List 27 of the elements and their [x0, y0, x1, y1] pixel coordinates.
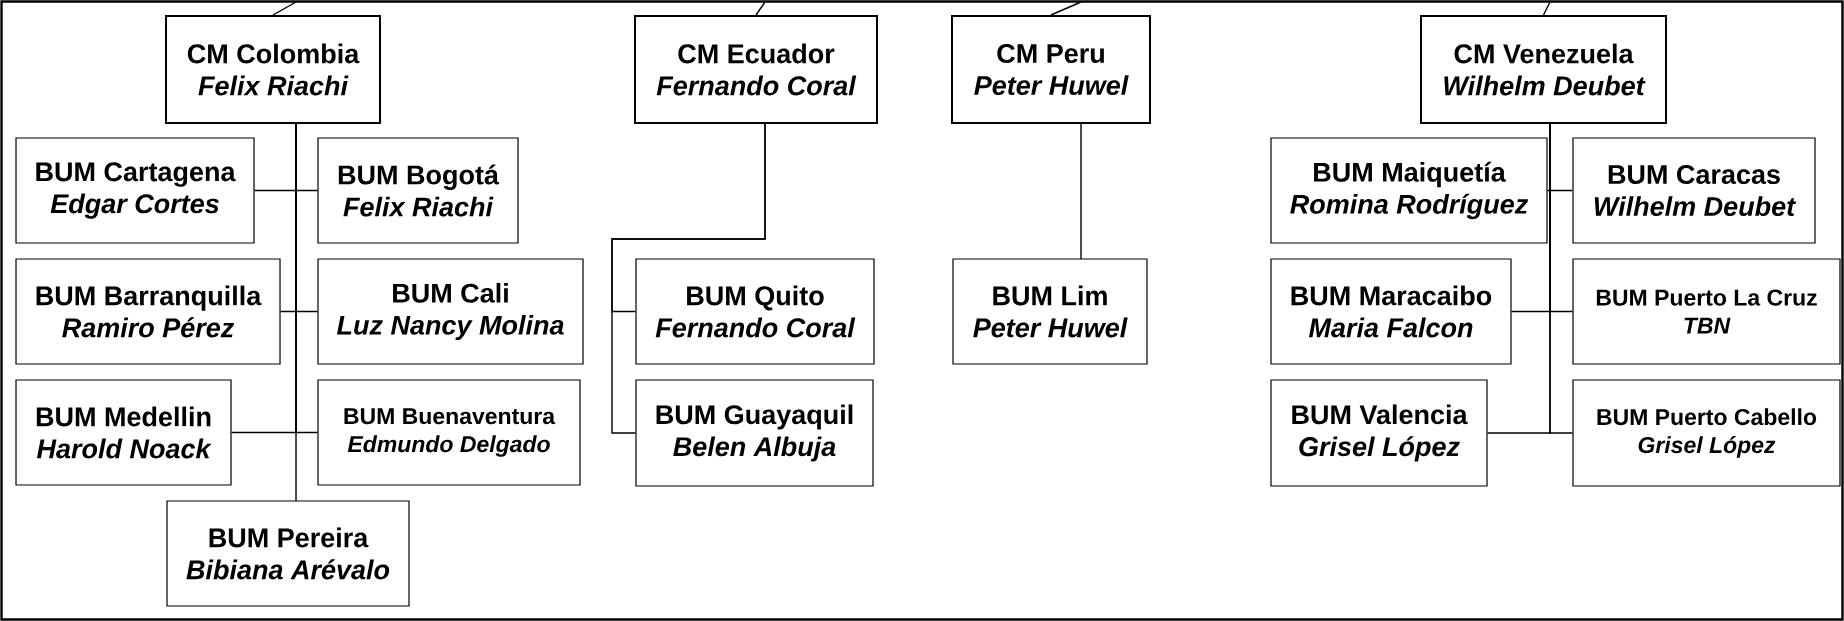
manager-box: CM Venezuela Wilhelm Deubet — [1420, 15, 1667, 124]
unit-box: BUM Puerto La Cruz TBN — [1572, 258, 1841, 365]
unit-box: BUM Valencia Grisel López — [1270, 379, 1488, 487]
manager-box: CM Ecuador Fernando Coral — [634, 15, 878, 124]
unit-box: BUM Buenaventura Edmundo Delgado — [317, 379, 581, 486]
unit-box: BUM Maiquetía Romina Rodríguez — [1270, 137, 1548, 244]
unit-box: BUM Quito Fernando Coral — [635, 258, 875, 365]
connector-line — [272, 1, 297, 16]
unit-box: BUM Maracaibo Maria Falcon — [1270, 258, 1512, 365]
unit-box: BUM Barranquilla Ramiro Pérez — [15, 258, 281, 365]
unit-box: BUM Pereira Bibiana Arévalo — [166, 500, 410, 607]
connector-line — [1080, 122, 1082, 260]
unit-box: BUM Medellin Harold Noack — [15, 379, 232, 486]
connector-line — [755, 1, 766, 16]
connector-line — [1542, 1, 1551, 16]
unit-box: BUM Bogotá Felix Riachi — [317, 137, 519, 244]
unit-box: BUM Caracas Wilhelm Deubet — [1572, 137, 1816, 244]
unit-box: BUM Cali Luz Nancy Molina — [317, 258, 584, 365]
unit-box: BUM Guayaquil Belen Albuja — [635, 379, 874, 487]
connector-line — [1549, 122, 1574, 434]
connector-line — [611, 122, 766, 434]
manager-box: CM Colombia Felix Riachi — [165, 15, 381, 124]
manager-box: CM Peru Peter Huwel — [951, 15, 1151, 124]
unit-box: BUM Puerto Cabello Grisel López — [1572, 379, 1841, 487]
unit-box: BUM Lim Peter Huwel — [952, 258, 1148, 365]
unit-box: BUM Cartagena Edgar Cortes — [15, 137, 255, 244]
connector-line — [1050, 1, 1082, 16]
